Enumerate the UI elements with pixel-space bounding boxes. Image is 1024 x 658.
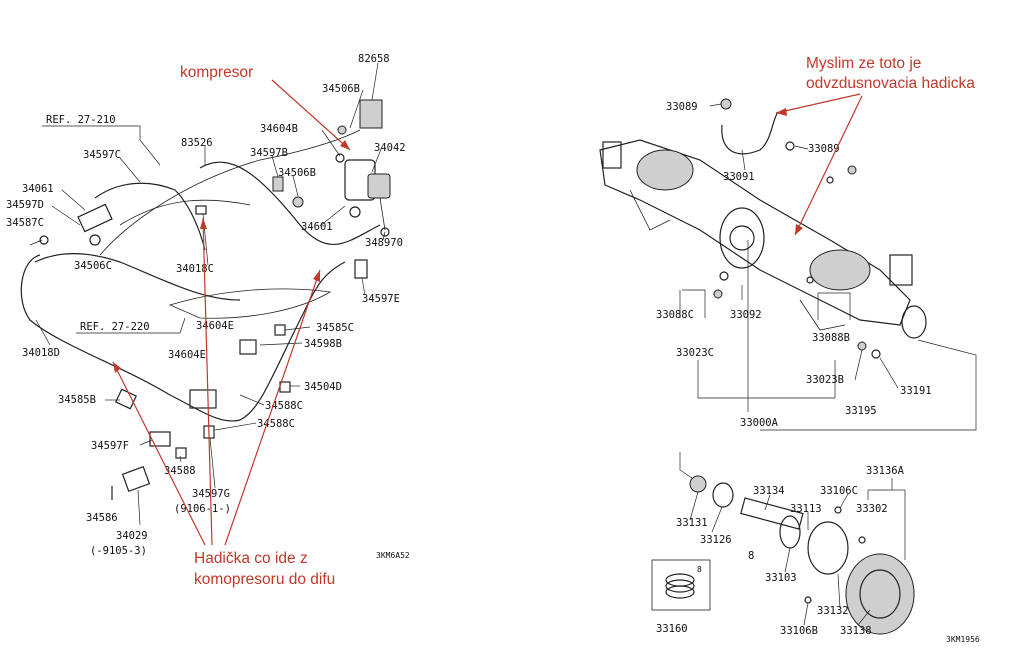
label-33160: 33160 (656, 623, 688, 635)
axle-housing (599, 139, 927, 339)
label-ref-27-210: REF. 27-210 (46, 114, 116, 126)
spring-kit (665, 573, 695, 599)
label-34504d: 34504D (304, 381, 342, 393)
right-diagram: 8 33089 33089 33091 33088C (599, 55, 980, 644)
label-34506b: 34506B (322, 83, 360, 95)
label-83526: 83526 (181, 137, 213, 149)
ref-27-220-leader (76, 317, 186, 334)
label-34586: 34586 (86, 512, 118, 524)
left-diagram: REF. 27-210 (6, 53, 410, 588)
diagram-code-right: 3KM1956 (946, 635, 980, 644)
label-33089-b: 33089 (808, 143, 840, 155)
label-34597b: 34597B (250, 147, 288, 159)
label-33113: 33113 (790, 503, 822, 515)
annotation-compressor: kompresor (180, 64, 253, 81)
label-33106b: 33106B (780, 625, 818, 637)
label-34597c: 34597C (83, 149, 121, 161)
annotation-hose-line2: komopresoru do difu (194, 571, 335, 588)
right-leaders (689, 103, 906, 626)
label-33302: 33302 (856, 503, 888, 515)
label-33131: 33131 (676, 517, 708, 529)
label-34585b: 34585B (58, 394, 96, 406)
label-34018d: 34018D (22, 347, 60, 359)
ref-27-210-leader (42, 125, 161, 166)
annotation-vent-hose-line1: Myslim ze toto je (806, 55, 921, 72)
spring-kit-box (651, 559, 711, 611)
label-33138: 33138 (840, 625, 872, 637)
vent-hose (721, 111, 779, 155)
label-33191: 33191 (900, 385, 932, 397)
hub-assembly (689, 475, 915, 635)
label-34506c: 34506C (74, 260, 112, 272)
air-line-main (20, 161, 381, 422)
label-34029-note: (-9105-3) (90, 545, 147, 557)
label-34604e-1: 34604E (196, 320, 234, 332)
label-ref-27-220: REF. 27-220 (80, 321, 150, 333)
label-33106c: 33106C (820, 485, 858, 497)
diagram-code-left: 3KM6A52 (376, 551, 410, 560)
label-33126: 33126 (700, 534, 732, 546)
label-34597d: 34597D (6, 199, 44, 211)
label-33134: 33134 (753, 485, 785, 497)
label-34588: 34588 (164, 465, 196, 477)
right-brackets (679, 240, 977, 479)
label-33023c: 33023C (676, 347, 714, 359)
label-34585c: 34585C (316, 322, 354, 334)
label-34597f: 34597F (91, 440, 129, 452)
annotation-vent-hose-line2: odvzdusnovacia hadicka (806, 75, 975, 92)
annotation-hose-line1: Hadička co ide z (194, 550, 308, 567)
label-34506b-2: 34506B (278, 167, 316, 179)
label-33132: 33132 (817, 605, 849, 617)
label-34597g-note: (9106-1-) (174, 503, 231, 515)
arrows-vent-hose (775, 93, 863, 236)
label-spring-qty: 8 (697, 565, 702, 574)
label-34029: 34029 (116, 530, 148, 542)
label-34042: 34042 (374, 142, 406, 154)
label-33089-a: 33089 (666, 101, 698, 113)
label-33091: 33091 (723, 171, 755, 183)
label-34018c: 34018C (176, 263, 214, 275)
label-33103: 33103 (765, 572, 797, 584)
label-34601: 34601 (301, 221, 333, 233)
label-33092: 33092 (730, 309, 762, 321)
label-33195: 33195 (845, 405, 877, 417)
arrows-hose (112, 217, 321, 546)
arrow-compressor (271, 79, 351, 151)
label-34604e-2: 34604E (168, 349, 206, 361)
label-34588c-1: 34588C (265, 400, 303, 412)
compressor-unit (335, 99, 391, 237)
label-34588c-2: 34588C (257, 418, 295, 430)
left-leaders (29, 62, 386, 526)
label-348970: 348970 (365, 237, 403, 249)
label-33088c: 33088C (656, 309, 694, 321)
label-33000a: 33000A (740, 417, 779, 429)
label-34061: 34061 (22, 183, 54, 195)
label-33136a: 33136A (866, 465, 905, 477)
label-82658: 82658 (358, 53, 390, 65)
label-33023b: 33023B (806, 374, 844, 386)
label-34587c: 34587C (6, 217, 44, 229)
label-34604b: 34604B (260, 123, 298, 135)
label-34597e: 34597E (362, 293, 400, 305)
label-33088b: 33088B (812, 332, 850, 344)
label-8: 8 (748, 550, 754, 562)
label-34598b: 34598B (304, 338, 342, 350)
